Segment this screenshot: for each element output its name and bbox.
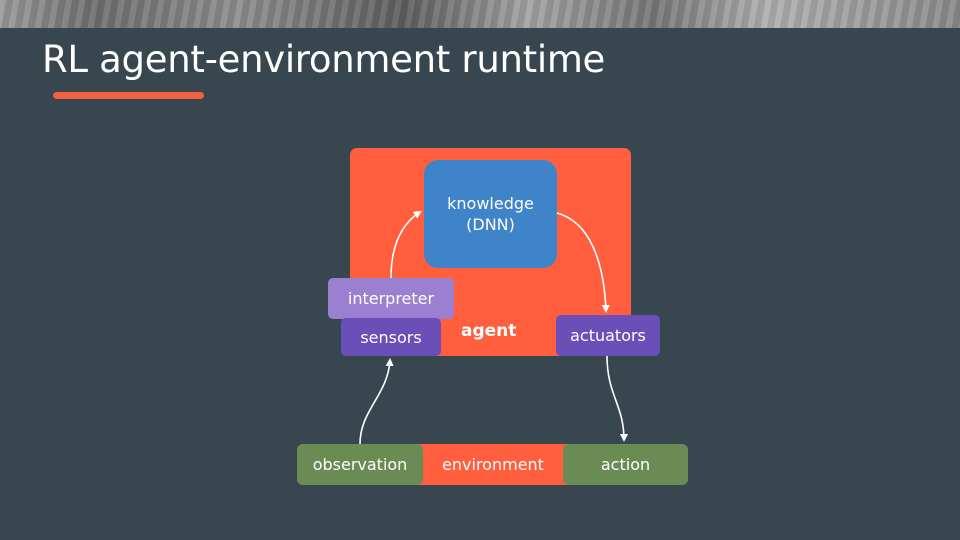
arrow-interpreter-to-knowledge <box>390 210 422 279</box>
sensors-box: sensors <box>341 318 441 356</box>
environment-label: environment <box>442 455 544 474</box>
observation-box: observation <box>297 444 423 485</box>
arrow-observation-to-sensors <box>359 358 394 445</box>
sensors-label: sensors <box>360 327 422 347</box>
title-underline <box>53 92 204 99</box>
agent-label: agent <box>461 321 517 341</box>
actuators-label: actuators <box>570 326 646 345</box>
arrow-knowledge-to-actuators <box>556 212 610 313</box>
slide-title: RL agent-environment runtime <box>42 38 606 81</box>
observation-label: observation <box>312 455 408 474</box>
knowledge-label: knowledge <box>447 194 534 213</box>
knowledge-box: knowledge (DNN) <box>424 160 557 268</box>
header-banner <box>0 0 960 28</box>
interpreter-box: interpreter <box>328 278 454 319</box>
actuators-box: actuators <box>556 315 660 356</box>
interpreter-label: interpreter <box>347 289 435 308</box>
action-label: action <box>600 455 651 474</box>
action-box: action <box>563 444 688 485</box>
arrow-actuators-to-action <box>606 355 628 442</box>
knowledge-sublabel: (DNN) <box>466 215 515 234</box>
